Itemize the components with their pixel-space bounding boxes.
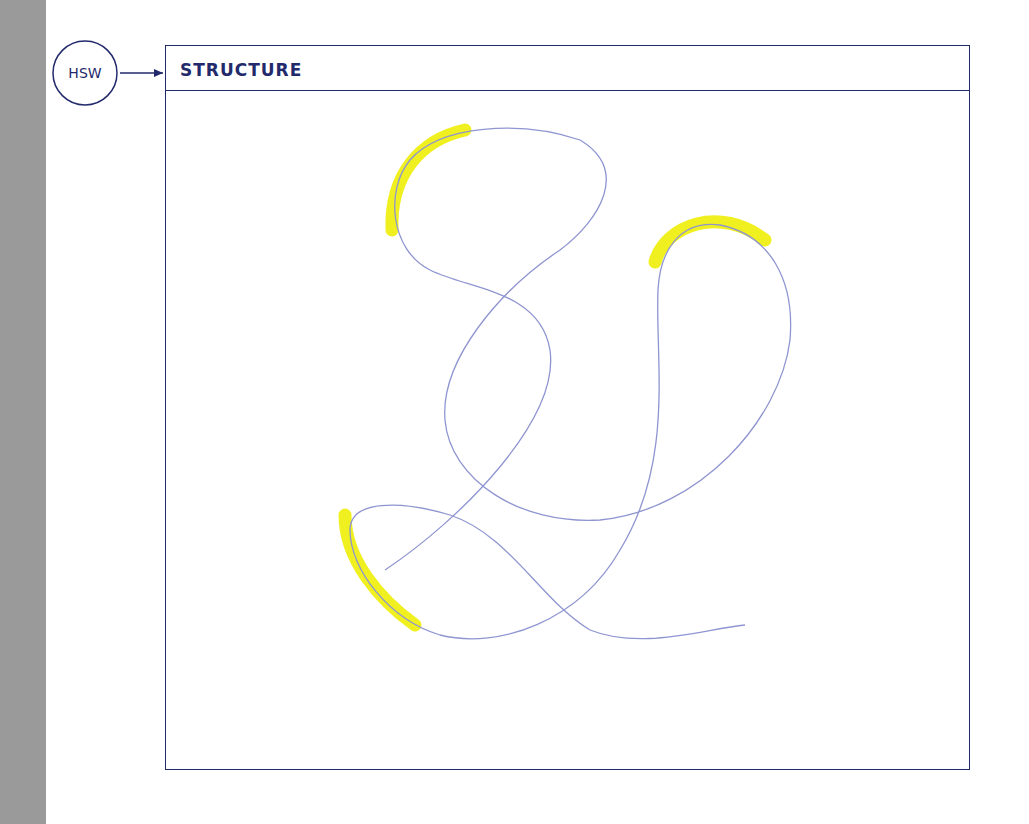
highlight — [655, 222, 765, 262]
arrow-connector — [120, 72, 163, 74]
side-bar — [0, 0, 46, 824]
frame-header: STRUCTURE — [166, 46, 969, 91]
frame-title: STRUCTURE — [180, 60, 955, 80]
node-label: HSW — [68, 65, 101, 81]
circle-node: HSW — [52, 40, 118, 106]
structure-frame: STRUCTURE — [165, 45, 970, 770]
highlight — [345, 515, 415, 625]
strand-curve — [350, 128, 791, 638]
